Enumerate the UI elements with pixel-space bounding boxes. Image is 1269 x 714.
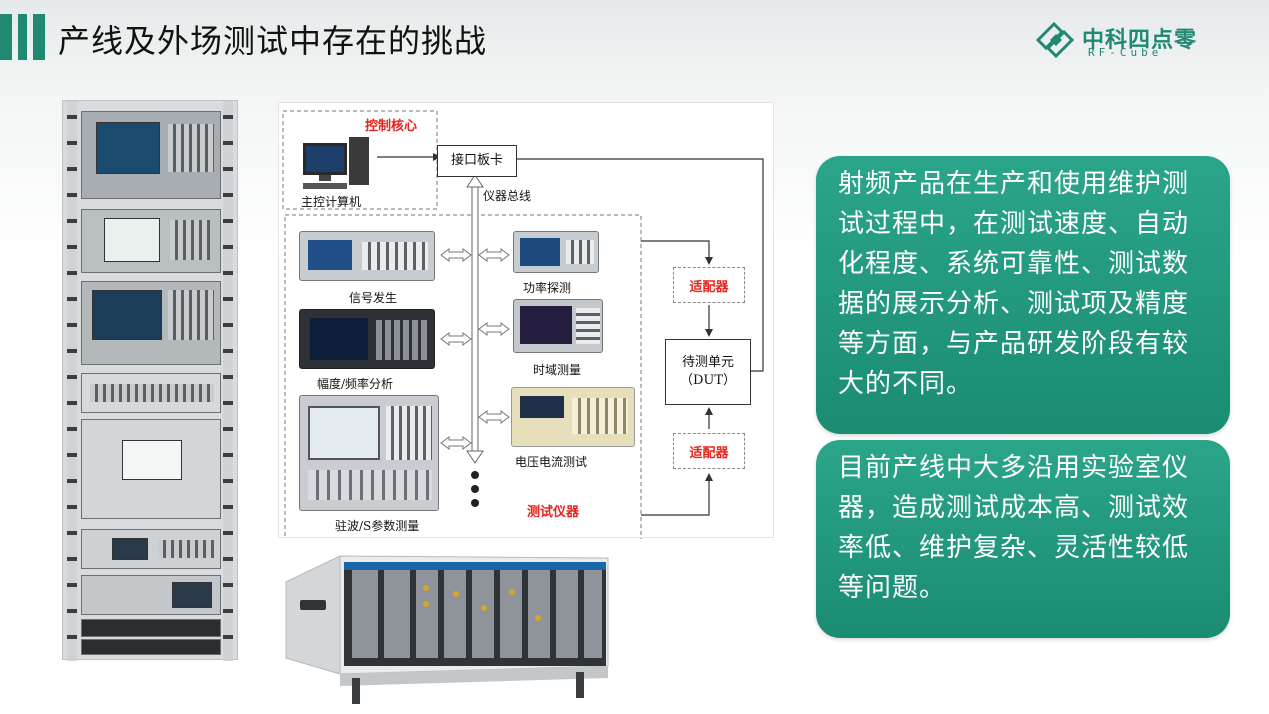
dut-label: 待测单元 [681,355,734,370]
instrument-bus-label: 仪器总线 [483,189,532,203]
interface-card-box: 接口板卡 [437,145,517,177]
power-probe-image [513,231,599,273]
control-core-label: 控制核心 [365,119,418,134]
callout-lab-instrument-issues: 目前产线中大多沿用实验室仪器，造成测试成本高、测试效率低、维护复杂、灵活性较低等… [816,440,1230,638]
time-domain-label: 时域测量 [533,363,582,377]
time-domain-image [513,299,603,353]
signal-generator-image [299,231,435,281]
logo-subtitle: RF-Cube [1088,46,1163,59]
signal-gen-label: 信号发生 [349,291,398,305]
dut-sub-label: （DUT） [679,373,737,388]
instrument-rack-photo [62,100,238,661]
adapter-top-box: 适配器 [673,267,745,303]
logo-mark-icon [1035,21,1075,59]
computer-icon [303,137,371,191]
volt-current-label: 电压电流测试 [515,455,588,469]
vna-image [299,395,439,511]
volt-current-image [511,387,635,447]
host-computer-label: 主控计算机 [301,195,362,209]
company-logo: 中科四点零 RF-Cube [1034,21,1234,62]
pxi-chassis-photo [280,548,610,706]
page-title: 产线及外场测试中存在的挑战 [58,22,488,60]
power-probe-label: 功率探测 [523,281,572,295]
title-decoration [0,14,48,60]
callout-production-challenges: 射频产品在生产和使用维护测试过程中，在测试速度、自动化程度、系统可靠性、测试数据… [816,156,1230,434]
logo-name: 中科四点零 [1082,28,1198,53]
vna-label: 驻波/S参数测量 [335,519,420,533]
spectrum-analyzer-image [299,309,435,369]
adapter-bottom-box: 适配器 [673,433,745,469]
test-instruments-label: 测试仪器 [527,505,580,520]
dut-box: 待测单元 （DUT） [665,339,751,405]
diagram-lines [282,110,764,539]
test-system-diagram: 控制核心 主控计算机 接口板卡 仪器总线 信号发生 功率探测 幅度/频率分析 时… [278,102,774,539]
spectrum-label: 幅度/频率分析 [317,377,394,391]
